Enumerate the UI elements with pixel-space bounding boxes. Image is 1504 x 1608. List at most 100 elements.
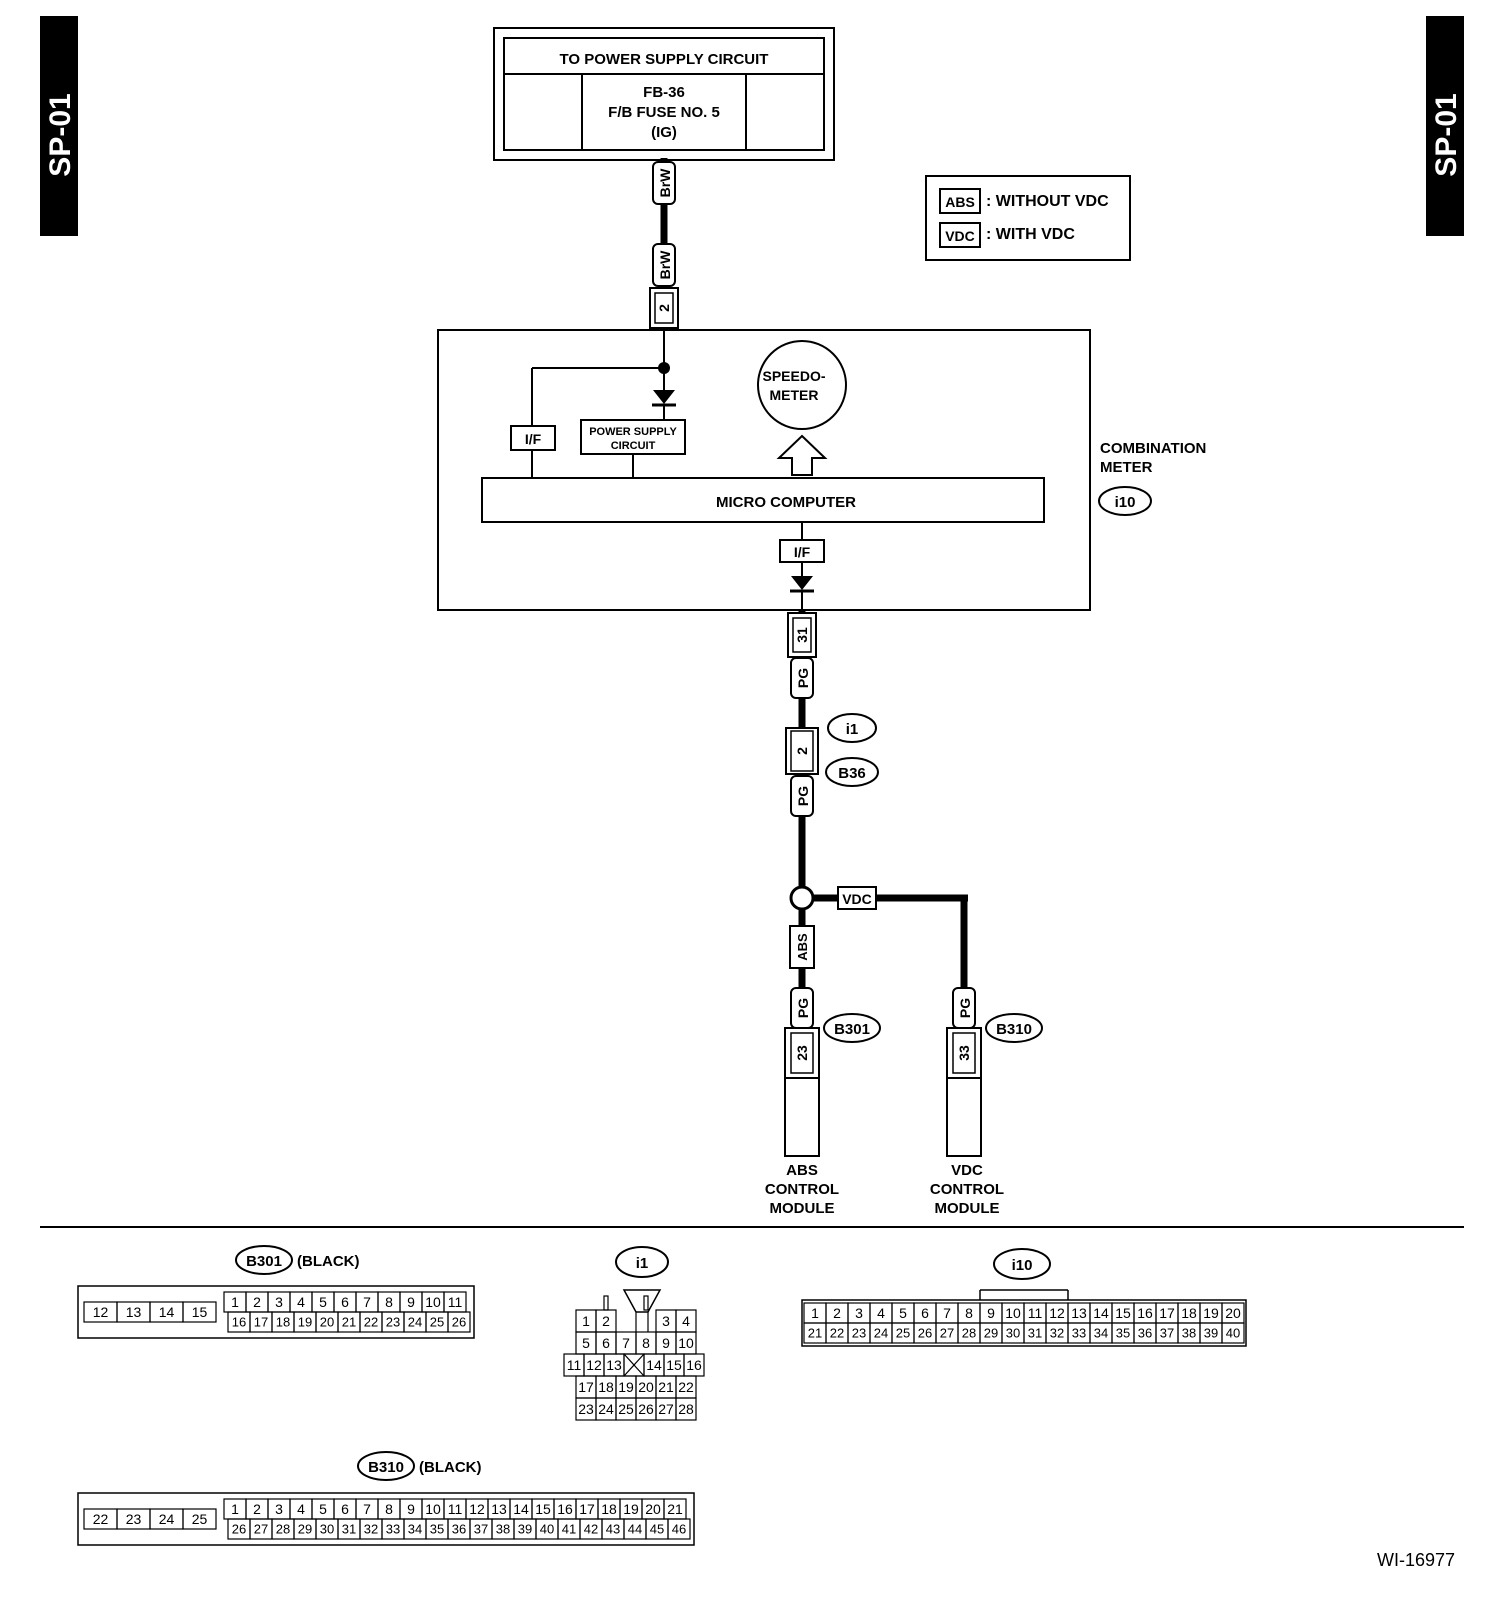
combination-meter-name-line1: COMBINATION (1100, 440, 1206, 457)
connector-pin-label: 22 (830, 1326, 844, 1341)
connector-tag-b310-label: B310 (996, 1021, 1032, 1038)
connector-pin-label: 16 (232, 1315, 246, 1330)
connector-pin-label: 46 (672, 1522, 686, 1537)
connector-pin-label: 40 (540, 1522, 554, 1537)
connector-pin-label: 33 (1072, 1326, 1086, 1341)
connector-pin-label: 37 (1160, 1326, 1174, 1341)
connector-pin-label: 12 (586, 1357, 602, 1373)
meter-input-pin: 2 (656, 304, 672, 312)
connector-pin-label: 4 (297, 1501, 305, 1517)
wire-brw: BrW BrW 2 (649, 158, 679, 330)
power-supply-header: TO POWER SUPPLY CIRCUIT (560, 51, 769, 68)
connector-pin-label: 2 (833, 1305, 841, 1321)
connector-pin-label: 1 (231, 1294, 239, 1310)
power-supply-line2: F/B FUSE NO. 5 (608, 104, 720, 121)
b310-view-header: B310 (BLACK) (357, 1451, 481, 1481)
legend-abs-desc: : WITHOUT VDC (986, 193, 1109, 210)
connector-pin-label: 25 (430, 1315, 444, 1330)
connector-pin-label: 26 (232, 1522, 246, 1537)
wire-pg-main: 31 PG 2 PG (785, 610, 819, 898)
connector-pin-label: 7 (943, 1305, 951, 1321)
connector-pin-label: 20 (1225, 1305, 1241, 1321)
connector-pin-label: 17 (1159, 1305, 1175, 1321)
connector-pin-label: 29 (984, 1326, 998, 1341)
connector-pin-label: 14 (1093, 1305, 1109, 1321)
connector-pin-label: 24 (408, 1315, 422, 1330)
connector-outline (801, 1299, 1247, 1347)
connector-pin-label: 1 (811, 1305, 819, 1321)
connector-outline (77, 1285, 475, 1339)
legend-vdc-code: VDC (945, 228, 975, 244)
connector-pin-label: 11 (567, 1357, 582, 1373)
connector-pin-label: 3 (662, 1313, 670, 1329)
vdc-module-pin: 33 (956, 1045, 972, 1061)
connector-pin-label: 32 (1050, 1326, 1064, 1341)
connector-pin-label: 44 (628, 1522, 642, 1537)
connector-cell (667, 1518, 691, 1540)
connector-pin-label: 12 (469, 1501, 485, 1517)
connector-tag-i1: i1 (827, 713, 877, 743)
wire-pg-label-a: PG (795, 668, 811, 688)
connector-pin-label: 29 (298, 1522, 312, 1537)
connector-cell (675, 1397, 697, 1421)
connector-pin-label: 19 (623, 1501, 639, 1517)
connector-pin-label: 36 (452, 1522, 466, 1537)
connector-pin-label: 20 (645, 1501, 661, 1517)
connector-pin-label: 5 (899, 1305, 907, 1321)
connector-pin-label: 34 (1094, 1326, 1108, 1341)
connector-pin-label: 21 (342, 1315, 356, 1330)
connector-pin-label: 10 (1005, 1305, 1021, 1321)
connector-pin-label: 4 (682, 1313, 690, 1329)
connector-pin-label: 26 (918, 1326, 932, 1341)
connector-pin-label: 17 (579, 1501, 595, 1517)
connector-pin-label: 40 (1226, 1326, 1240, 1341)
figure-code: WI-16977 (1377, 1550, 1455, 1570)
connector-pin-label: 19 (1203, 1305, 1219, 1321)
connector-pin-label: 15 (1115, 1305, 1131, 1321)
connector-pin-label: 21 (808, 1326, 822, 1341)
connector-pin-label: 38 (496, 1522, 510, 1537)
wire-brw-label-upper: BrW (657, 168, 673, 198)
connector-pin-label: 4 (297, 1294, 305, 1310)
connector-pin-label: 17 (578, 1379, 594, 1395)
abs-module-line1: ABS (786, 1162, 818, 1179)
connector-pin-label: 32 (364, 1522, 378, 1537)
connector-pin-label: 24 (874, 1326, 888, 1341)
connector-pin-label: 12 (93, 1304, 109, 1320)
speedometer-arrow (776, 434, 828, 476)
power-circuit-line2: CIRCUIT (611, 440, 656, 452)
vdc-module-connector: 33 (946, 1027, 982, 1157)
connector-pin-label: 39 (1204, 1326, 1218, 1341)
connector-pin-label: 33 (386, 1522, 400, 1537)
i1-view-header: i1 (615, 1246, 669, 1278)
connector-pin-label: 25 (896, 1326, 910, 1341)
i10-view-header: i10 (993, 1248, 1051, 1280)
power-circuit-line1: POWER SUPPLY (589, 426, 677, 438)
connector-pin-label: 42 (584, 1522, 598, 1537)
legend-abs-code: ABS (945, 194, 975, 210)
connector-pin-label: 5 (582, 1335, 590, 1351)
connector-pin-label: 22 (678, 1379, 694, 1395)
connector-pin-label: 10 (425, 1501, 441, 1517)
connector-pin-label: 38 (1182, 1326, 1196, 1341)
connector-tag-b301-label: B301 (834, 1021, 870, 1038)
connector-pin-label: 13 (126, 1304, 142, 1320)
connector-pin-label: 22 (93, 1511, 109, 1527)
connector-pin-label: 31 (1028, 1326, 1042, 1341)
connector-pin-label: 17 (254, 1315, 268, 1330)
connector-outline (77, 1492, 695, 1546)
connector-pin-label: 45 (650, 1522, 664, 1537)
abs-module-line3: MODULE (770, 1200, 835, 1217)
connector-pin-label: 11 (448, 1294, 463, 1310)
junction-pin: 2 (794, 747, 810, 755)
connector-pin-label: 27 (940, 1326, 954, 1341)
side-tab-right: SP-01 (1426, 16, 1464, 236)
branch-vdc-label: VDC (842, 891, 872, 907)
connector-pin-label: 39 (518, 1522, 532, 1537)
power-supply-line1: FB-36 (643, 84, 685, 101)
connector-pin-label: 2 (253, 1501, 261, 1517)
connector-tag-i10-label: i10 (1115, 494, 1136, 511)
